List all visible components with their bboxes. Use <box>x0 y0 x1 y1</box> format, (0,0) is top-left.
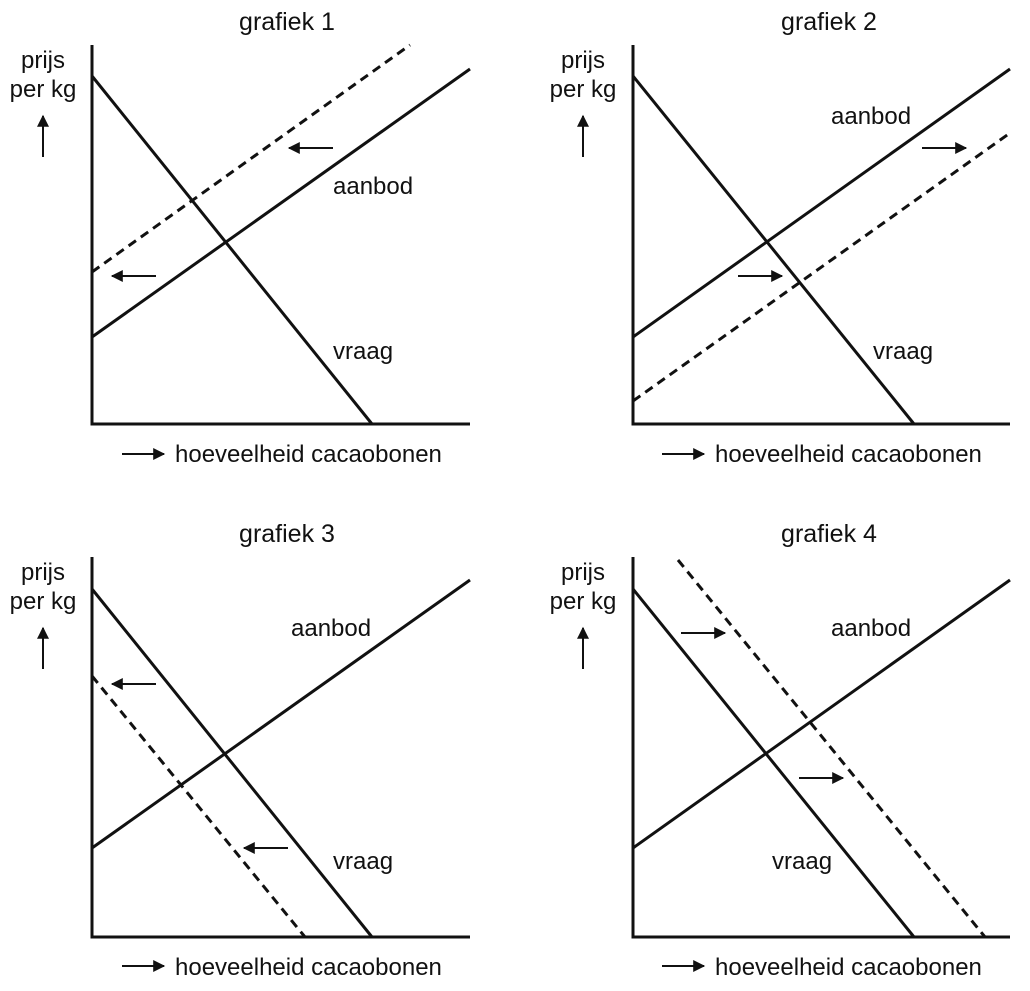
x-axis-label: hoeveelheid cacaobonen <box>715 954 982 981</box>
demand-line <box>90 588 374 938</box>
demand-label: vraag <box>333 338 393 365</box>
new-supply-line-dashed <box>91 43 411 274</box>
graph-2: grafiek 2 prijs per kg aanbod vraag hoev… <box>550 8 1011 468</box>
supply-label: aanbod <box>831 103 911 130</box>
y-axis-label-line1: prijs <box>561 559 605 586</box>
graph-1: grafiek 1 prijs per kg aanbod vraag hoev… <box>10 8 471 468</box>
graph-title: grafiek 1 <box>239 8 335 36</box>
axes <box>90 45 470 426</box>
demand-label: vraag <box>772 848 832 875</box>
new-demand-line-dashed <box>676 559 987 938</box>
y-axis-label-line1: prijs <box>21 47 65 74</box>
supply-label: aanbod <box>291 615 371 642</box>
y-axis-label-line1: prijs <box>561 47 605 74</box>
demand-label: vraag <box>333 848 393 875</box>
supply-line <box>632 578 1011 850</box>
new-demand-line-dashed <box>90 675 307 938</box>
demand-line <box>90 75 374 425</box>
supply-label: aanbod <box>831 615 911 642</box>
y-axis-label-line2: per kg <box>550 76 617 103</box>
new-supply-line-dashed <box>632 131 1011 403</box>
y-axis-label-line2: per kg <box>10 76 77 103</box>
x-axis-label: hoeveelheid cacaobonen <box>175 441 442 468</box>
x-axis-label: hoeveelheid cacaobonen <box>175 954 442 981</box>
supply-label: aanbod <box>333 173 413 200</box>
axes <box>631 45 1010 426</box>
supply-line <box>91 578 471 850</box>
demand-line <box>631 75 916 425</box>
axes <box>631 557 1010 939</box>
graph-3: grafiek 3 prijs per kg aanbod vraag hoev… <box>10 520 471 981</box>
graph-title: grafiek 4 <box>781 520 877 548</box>
supply-line <box>91 67 471 339</box>
y-axis-label-line2: per kg <box>550 588 617 615</box>
graph-4: grafiek 4 prijs per kg aanbod vraag hoev… <box>550 520 1011 981</box>
graph-title: grafiek 2 <box>781 8 877 36</box>
demand-line <box>631 588 916 938</box>
graph-title: grafiek 3 <box>239 520 335 548</box>
demand-label: vraag <box>873 338 933 365</box>
y-axis-label-line1: prijs <box>21 559 65 586</box>
supply-line <box>632 67 1011 339</box>
x-axis-label: hoeveelheid cacaobonen <box>715 441 982 468</box>
axes <box>90 557 470 939</box>
y-axis-label-line2: per kg <box>10 588 77 615</box>
